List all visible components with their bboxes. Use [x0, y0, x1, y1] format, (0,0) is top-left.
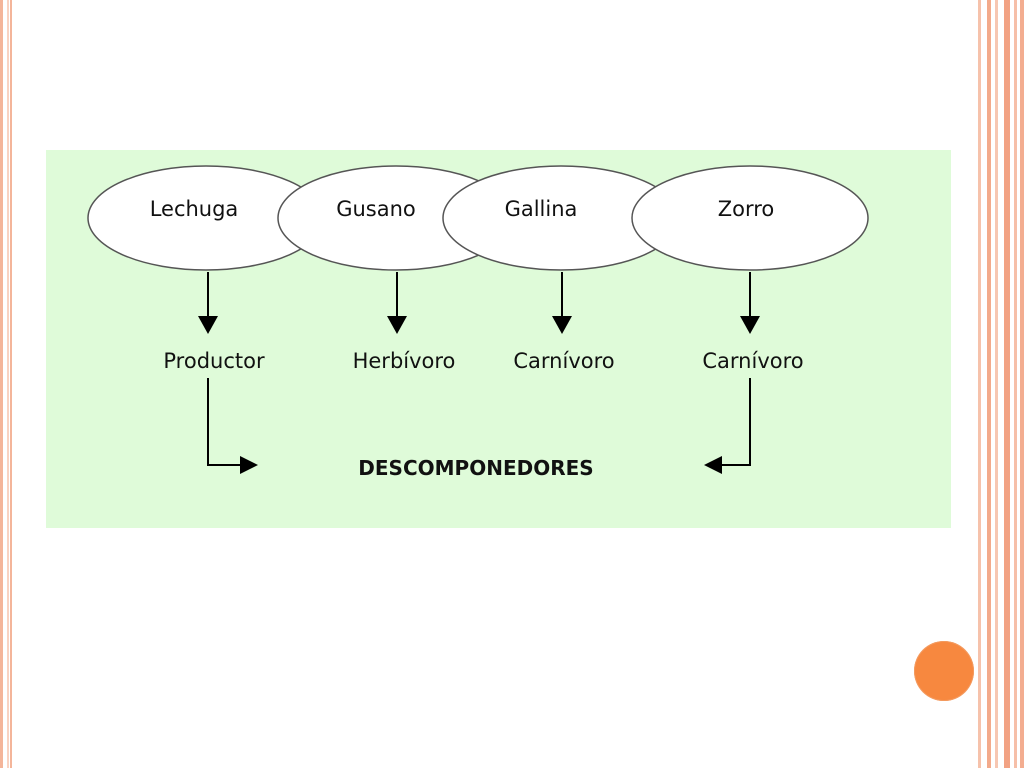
organism-name-gusano: Gusano [336, 197, 416, 221]
role-label-carnivoro-2: Carnívoro [702, 349, 803, 373]
arrowhead-right-descomponedores [240, 456, 258, 474]
connector-carnivoro-descomponedores [720, 378, 751, 466]
organism-name-lechuga: Lechuga [150, 197, 239, 221]
arrowhead-down-gusano [387, 316, 407, 334]
role-label-carnivoro-1: Carnívoro [513, 349, 614, 373]
role-label-herbivoro: Herbívoro [353, 349, 456, 373]
food-chain-diagram: Lechuga Gusano Gallina Zorro Productor H… [46, 150, 951, 528]
role-label-productor: Productor [163, 349, 265, 373]
diagram-canvas: Lechuga Gusano Gallina Zorro Productor H… [87, 165, 869, 480]
organism-name-gallina: Gallina [505, 197, 578, 221]
arrowhead-down-gallina [552, 316, 572, 334]
connector-productor-descomponedores [207, 378, 242, 466]
decorative-orange-circle [914, 641, 974, 701]
arrowhead-down-zorro [740, 316, 760, 334]
arrowhead-left-descomponedores [704, 456, 722, 474]
slide-left-border [0, 0, 12, 768]
arrowhead-down-lechuga [198, 316, 218, 334]
organism-ellipse-zorro [631, 165, 869, 271]
slide-right-border [978, 0, 1024, 768]
organism-name-zorro: Zorro [718, 197, 775, 221]
decomposers-label: DESCOMPONEDORES [358, 456, 593, 480]
